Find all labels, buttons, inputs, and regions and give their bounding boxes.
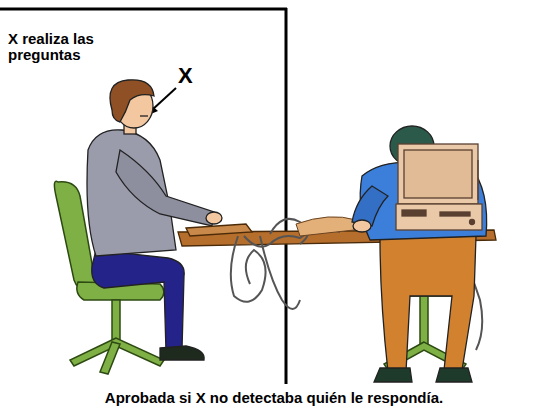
computer — [477, 160, 478, 200]
respondent-person — [352, 186, 388, 226]
chair — [420, 296, 428, 344]
mannequin-arm — [296, 217, 372, 236]
questioner-person — [87, 80, 222, 360]
questioner-person — [110, 80, 154, 122]
computer — [440, 212, 470, 216]
leader-arrow — [152, 88, 176, 110]
questioner-person — [206, 212, 222, 224]
respondent-person — [352, 126, 487, 382]
questioner-person — [160, 346, 204, 360]
questioner-person — [116, 150, 214, 226]
computer — [396, 204, 482, 230]
divider-wall — [0, 8, 287, 384]
caption-text: Aprobada si X no detectaba quién le resp… — [0, 390, 548, 406]
note-label: X realiza las preguntas — [8, 31, 120, 63]
chair — [112, 300, 120, 340]
desk — [186, 224, 252, 236]
respondent-person — [380, 236, 476, 372]
mannequin-arm — [296, 217, 372, 236]
questioner-person — [140, 115, 148, 116]
divider-wall — [0, 8, 287, 11]
divider-wall — [285, 8, 288, 384]
computer — [402, 210, 426, 216]
computer — [404, 150, 472, 198]
actor-label: X — [178, 64, 208, 87]
respondent-person — [374, 368, 412, 382]
questioner-person — [92, 250, 184, 352]
respondent-person — [436, 368, 472, 382]
cables — [260, 236, 300, 309]
chair — [100, 342, 120, 374]
computer — [396, 144, 482, 230]
computer — [470, 220, 475, 225]
respondent-person — [353, 220, 371, 232]
computer — [398, 144, 478, 204]
